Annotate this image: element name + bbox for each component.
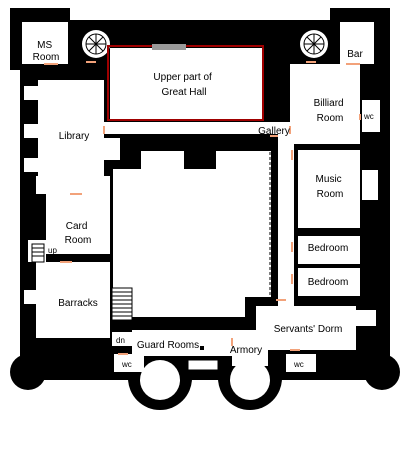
guard-room-lobby bbox=[187, 359, 219, 371]
label-bedroom-2: Bedroom bbox=[308, 277, 349, 288]
label-ms-room: MS Room bbox=[33, 40, 60, 63]
label-up: up bbox=[48, 246, 57, 255]
label-card-room: Card Room bbox=[65, 221, 92, 246]
label-great-hall: Upper part of Great Hall bbox=[153, 72, 214, 98]
grand-staircase bbox=[111, 287, 133, 321]
card-room-stairs bbox=[31, 243, 45, 263]
label-bar: Bar bbox=[347, 49, 363, 60]
label-library: Library bbox=[59, 131, 90, 142]
label-guard-rooms: Guard Rooms bbox=[137, 340, 199, 351]
turret-stairs bbox=[85, 33, 325, 55]
label-gallery: Gallery bbox=[258, 126, 290, 137]
guard-room-fireplace bbox=[200, 346, 204, 350]
label-wc-se: wc bbox=[293, 360, 304, 369]
label-bedroom-1: Bedroom bbox=[308, 243, 349, 254]
doorways bbox=[44, 61, 361, 355]
label-billiard-room: Billiard Room bbox=[314, 98, 347, 124]
label-armory: Armory bbox=[230, 345, 262, 356]
label-barracks: Barracks bbox=[58, 298, 97, 309]
courtyard bbox=[31, 149, 273, 321]
label-wc-sw: wc bbox=[121, 360, 132, 369]
label-wc-ne: wc bbox=[363, 112, 374, 121]
label-dn: dn bbox=[116, 336, 125, 345]
label-servants-dorm: Servants' Dorm bbox=[274, 324, 343, 335]
great-hall-skylight bbox=[152, 44, 186, 50]
label-music-room: Music Room bbox=[316, 174, 345, 200]
